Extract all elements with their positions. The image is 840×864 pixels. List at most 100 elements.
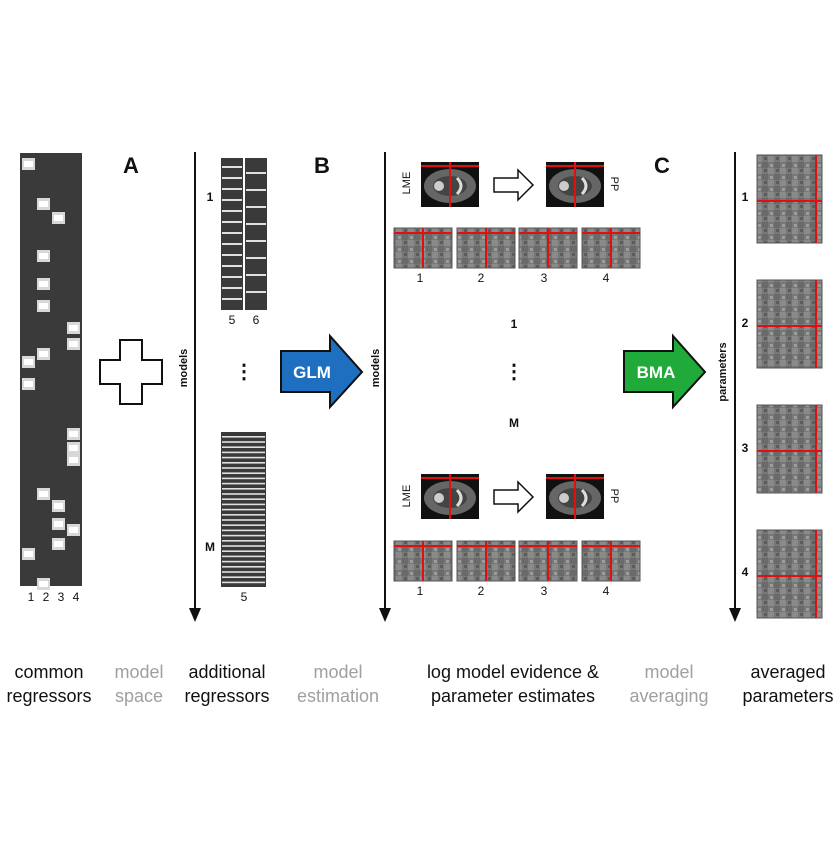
additional-regressors-top	[221, 158, 267, 310]
pp-label-bottom: PP	[608, 489, 620, 504]
svg-text:space: space	[115, 686, 163, 706]
models-axis-2	[379, 152, 391, 622]
regressor-stripe	[222, 555, 265, 558]
regressor-stripe	[222, 472, 265, 474]
parameter-estimate-thumbnail	[456, 227, 516, 269]
parameter-estimate-thumbnail	[581, 227, 641, 269]
regressor-stripe	[246, 172, 266, 174]
caption-model-space: model space	[114, 662, 163, 706]
regressor-stripe	[222, 298, 242, 300]
regressor-stripe	[222, 221, 242, 223]
averaged-parameter-map	[756, 404, 823, 494]
regressor-stripe	[222, 451, 265, 454]
pp-brain-top	[546, 162, 604, 207]
lme-label-top: LME	[401, 172, 413, 195]
regressor-stripe	[222, 199, 242, 201]
caption-log-model-evidence: log model evidence & parameter estimates	[427, 662, 599, 706]
small-arrow-bottom	[493, 480, 535, 514]
regressor-stripe	[222, 566, 265, 568]
regressor-stripe	[222, 581, 265, 584]
svg-text:additional: additional	[188, 662, 265, 682]
regressor-stripe	[246, 206, 266, 208]
svg-text:averaging: averaging	[629, 686, 708, 706]
svg-text:model: model	[114, 662, 163, 682]
regressor-stripe	[246, 257, 266, 259]
estimates-top-col-2: 2	[478, 271, 485, 285]
caption-additional-regressors: additional regressors	[184, 662, 269, 706]
estimates-ellipsis: ⋮	[504, 361, 524, 383]
regressor-stripe	[222, 576, 265, 578]
estimates-bottom-col-4: 4	[603, 584, 610, 598]
regressor-stripe	[246, 291, 266, 293]
panel-label-b: B	[314, 153, 330, 178]
regressor-stripe	[222, 529, 265, 532]
estimates-model-last-label: M	[509, 416, 519, 430]
regressor-stripe	[246, 240, 266, 242]
estimates-model-first-label: 1	[511, 317, 518, 331]
glm-label: GLM	[293, 363, 331, 382]
regressor-stripe	[222, 540, 265, 542]
regressor-stripe	[222, 519, 265, 521]
lme-label-bottom: LME	[401, 485, 413, 508]
additional-regressors-bottom	[221, 432, 266, 587]
panel-label-c: C	[654, 153, 670, 178]
small-arrow-top	[493, 168, 535, 202]
regressor-stripe	[222, 265, 242, 267]
additional-model-last: M	[205, 540, 215, 554]
regressor-stripe	[222, 503, 265, 506]
glm-arrow: GLM	[280, 333, 364, 410]
svg-text:parameters: parameters	[742, 686, 833, 706]
plus-icon	[99, 339, 163, 405]
averaged-parameter-maps	[756, 154, 823, 619]
regressor-stripe	[222, 545, 265, 547]
regressor-stripe	[222, 456, 265, 459]
estimates-model-last: LME PP 1 2 3 4	[393, 474, 641, 598]
averaged-row-2: 2	[742, 316, 749, 330]
regressor-stripe	[222, 436, 265, 438]
regressor-stripe	[222, 498, 265, 500]
models-axis-label-2: models	[370, 349, 382, 388]
additional-top-col-6: 6	[253, 313, 260, 327]
svg-text:model: model	[313, 662, 362, 682]
caption-model-estimation: model estimation	[297, 662, 379, 706]
regressor-stripe	[222, 482, 265, 485]
estimates-bottom-col-3: 3	[541, 584, 548, 598]
svg-text:averaged: averaged	[750, 662, 825, 682]
regressor-stripe	[222, 166, 242, 168]
additional-ellipsis: ⋮	[234, 361, 254, 383]
models-axis-label-1: models	[178, 349, 190, 388]
svg-text:log model evidence &: log model evidence &	[427, 662, 599, 682]
regressor-stripe	[222, 534, 265, 537]
estimates-model-first: LME PP 1 2 3 4	[393, 162, 641, 285]
regressor-stripe	[246, 189, 266, 191]
estimates-bottom-col-1: 1	[417, 584, 424, 598]
regressor-stripe	[222, 508, 265, 511]
averaged-row-1: 1	[742, 190, 749, 204]
common-regressors-matrix	[20, 153, 82, 590]
panel-label-a: A	[123, 153, 139, 178]
additional-model-first: 1	[207, 190, 214, 204]
regressor-stripe	[222, 276, 242, 278]
bma-arrow: BMA	[623, 333, 707, 410]
parameter-estimate-thumbnail	[456, 540, 516, 582]
regressor-stripe	[222, 441, 265, 443]
estimates-bottom-col-2: 2	[478, 584, 485, 598]
svg-text:regressors: regressors	[6, 686, 91, 706]
pp-brain-bottom	[546, 474, 604, 519]
parameter-estimate-thumbnail	[393, 227, 453, 269]
estimates-top-col-1: 1	[417, 271, 424, 285]
regressor-stripe	[222, 524, 265, 526]
estimates-top-col-4: 4	[603, 271, 610, 285]
parameter-estimate-thumbnail	[393, 540, 453, 582]
lme-brain-top	[421, 162, 479, 207]
models-axis-1	[189, 152, 201, 622]
svg-text:common: common	[14, 662, 83, 682]
parameter-estimate-thumbnail	[518, 540, 578, 582]
caption-averaged-parameters: averaged parameters	[742, 662, 833, 706]
common-regressors-col-labels: 1 2 3 4	[28, 590, 80, 604]
regressor-stripe	[222, 232, 242, 234]
common-col-1: 1	[28, 590, 35, 604]
averaged-parameter-map	[756, 529, 823, 619]
regressor-stripe	[222, 446, 265, 448]
